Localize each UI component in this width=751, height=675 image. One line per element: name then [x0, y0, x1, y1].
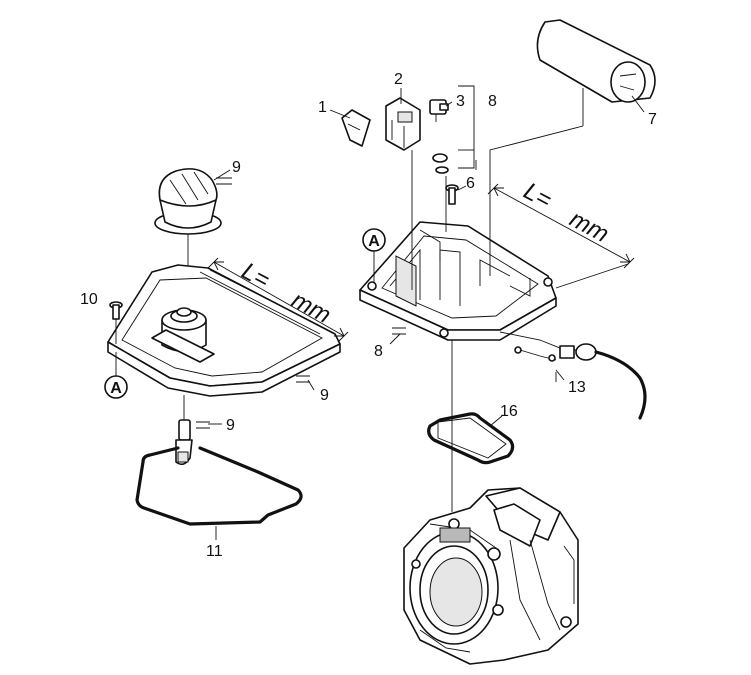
callout-2: 2 [394, 71, 403, 88]
callout-9-fitting: 9 [226, 417, 235, 434]
reference-marker-a-right-text: A [368, 233, 380, 250]
callout-16: 16 [500, 403, 518, 420]
fitting-9-lower [175, 395, 193, 466]
callout-6: 6 [466, 175, 475, 192]
electrical-box [359, 221, 557, 341]
seal-11 [135, 446, 303, 526]
cable-tie-symbol-3 [196, 421, 210, 429]
callout-8-lower: 8 [374, 343, 383, 360]
dimension-right-unit: mm [565, 205, 613, 248]
left-cover [107, 264, 341, 397]
right-assembly: A L= mm [341, 19, 656, 665]
cable-tie-symbol-4 [392, 327, 406, 335]
dimension-right [487, 183, 635, 289]
callout-11: 11 [206, 543, 223, 560]
callout-3: 3 [456, 93, 465, 110]
callout-8-upper: 8 [488, 93, 497, 110]
callout-1: 1 [318, 99, 327, 116]
screw-10 [109, 301, 123, 344]
screw-6 [445, 184, 459, 205]
cable-tie-symbol [216, 177, 232, 185]
callout-10: 10 [80, 291, 98, 308]
bracket-1 [341, 109, 371, 147]
cable-tie-symbol-2 [296, 375, 310, 383]
switch-3 [429, 99, 449, 122]
dimension-left [207, 257, 349, 343]
cable-13 [499, 331, 647, 420]
capacitor-7 [536, 19, 656, 126]
assembly-line-3 [489, 125, 584, 276]
switch-2 [385, 97, 421, 151]
callout-7: 7 [648, 111, 657, 128]
pump-housing [403, 487, 579, 665]
callout-13: 13 [568, 379, 586, 396]
washer-8-upper [432, 85, 475, 174]
callout-9-knob: 9 [232, 159, 241, 176]
gasket-16 [427, 412, 515, 465]
reference-marker-a-left-text: A [110, 380, 122, 397]
left-assembly: A L= mm [104, 168, 349, 526]
callout-leaders [208, 88, 645, 540]
knob-part [154, 168, 222, 300]
callout-9-cover: 9 [320, 387, 329, 404]
dimension-right-label: L= [519, 177, 556, 214]
